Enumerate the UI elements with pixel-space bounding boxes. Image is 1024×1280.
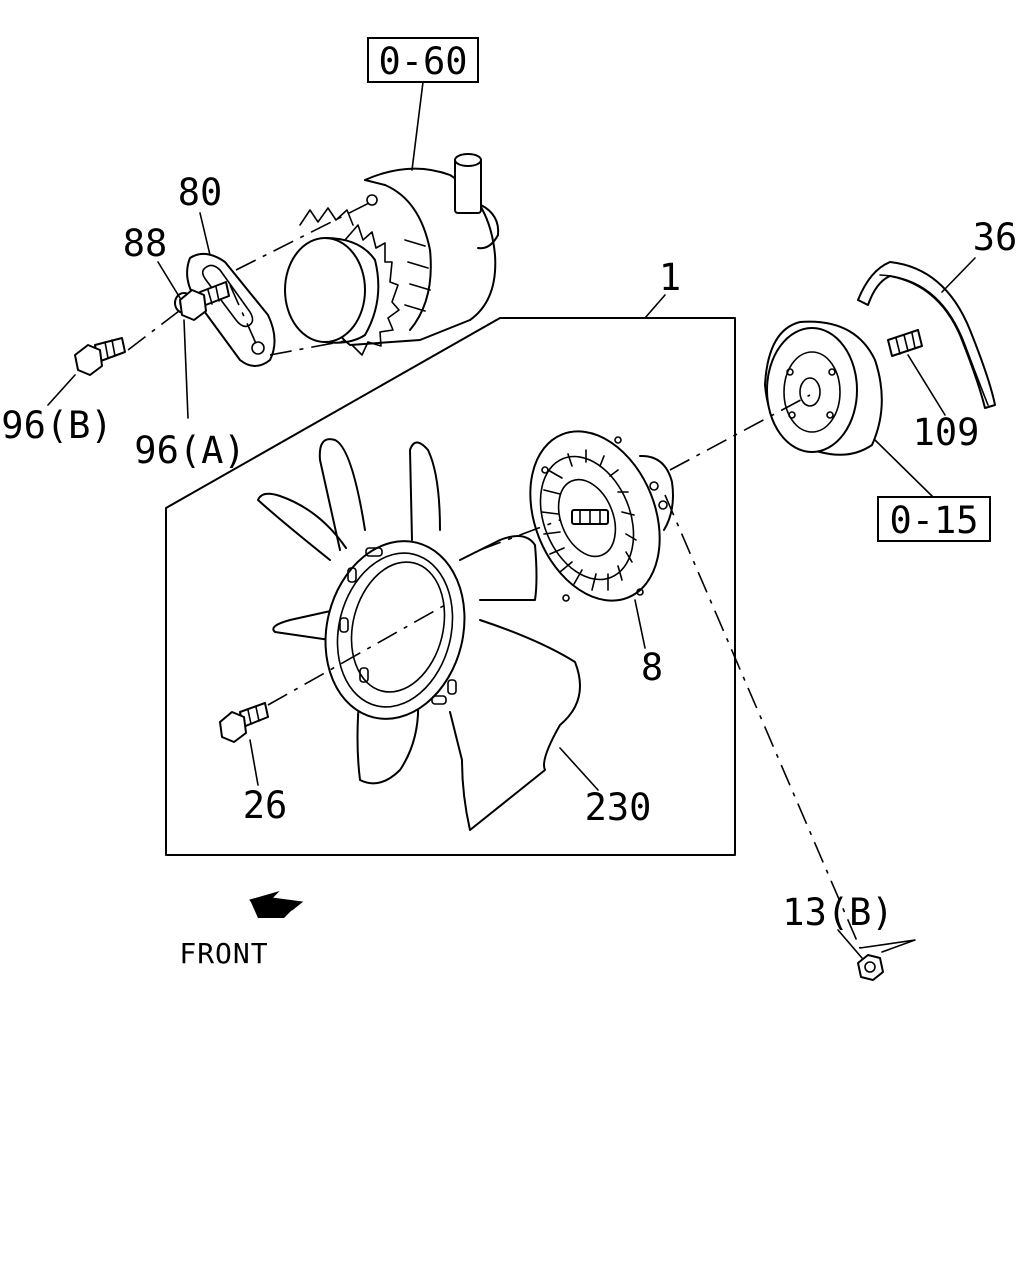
leader-line (559, 747, 599, 791)
leader-line (47, 374, 76, 406)
alternator-drawing (284, 153, 500, 356)
leader-line (907, 354, 946, 416)
bolt-26 (219, 702, 269, 743)
callout-96b[interactable]: 96(B) (1, 404, 112, 447)
ref-0-60[interactable]: 0-60 (378, 40, 467, 83)
callout-109[interactable]: 109 (913, 411, 980, 454)
fan-belt (857, 261, 996, 409)
nut-13b (857, 954, 884, 981)
leader-line (634, 599, 646, 649)
front-label: FRONT (179, 937, 268, 970)
alignment-line (267, 604, 446, 706)
alignment-line (127, 307, 184, 351)
callout-13b[interactable]: 13(B) (782, 891, 893, 934)
callout-88[interactable]: 88 (123, 222, 168, 265)
alignment-line (669, 394, 811, 471)
callout-26[interactable]: 26 (243, 784, 288, 827)
callout-230[interactable]: 230 (585, 786, 652, 829)
bolt-96a (179, 281, 230, 321)
ref-box-0-15 (877, 496, 991, 542)
callout-1[interactable]: 1 (659, 256, 681, 299)
leader-line (941, 257, 976, 293)
alignment-line (229, 284, 259, 349)
leader-line (837, 929, 863, 959)
leader-line (644, 294, 666, 319)
assembly-frame (165, 317, 736, 856)
leader-line (859, 939, 916, 953)
alignment-line (269, 339, 351, 356)
front-arrow-icon (249, 890, 304, 918)
leader-line (183, 319, 189, 419)
leader-line (199, 212, 211, 256)
leader-line (249, 739, 259, 786)
ref-0-15[interactable]: 0-15 (889, 499, 978, 542)
callout-96a[interactable]: 96(A) (134, 429, 245, 472)
leader-line (874, 439, 934, 498)
leader-line (411, 81, 424, 171)
callout-8[interactable]: 8 (641, 646, 663, 689)
fan-clutch (529, 430, 674, 602)
pulley (764, 320, 883, 456)
cooling-fan (257, 438, 581, 831)
alignment-line (664, 494, 861, 949)
callout-36[interactable]: 36 (973, 216, 1018, 259)
stud-109 (887, 329, 923, 357)
callout-80[interactable]: 80 (178, 171, 223, 214)
ref-box-0-60 (367, 37, 479, 83)
alignment-line (479, 519, 561, 551)
leader-line (157, 261, 181, 299)
bolt-96b (74, 337, 126, 376)
alignment-line (235, 199, 376, 271)
